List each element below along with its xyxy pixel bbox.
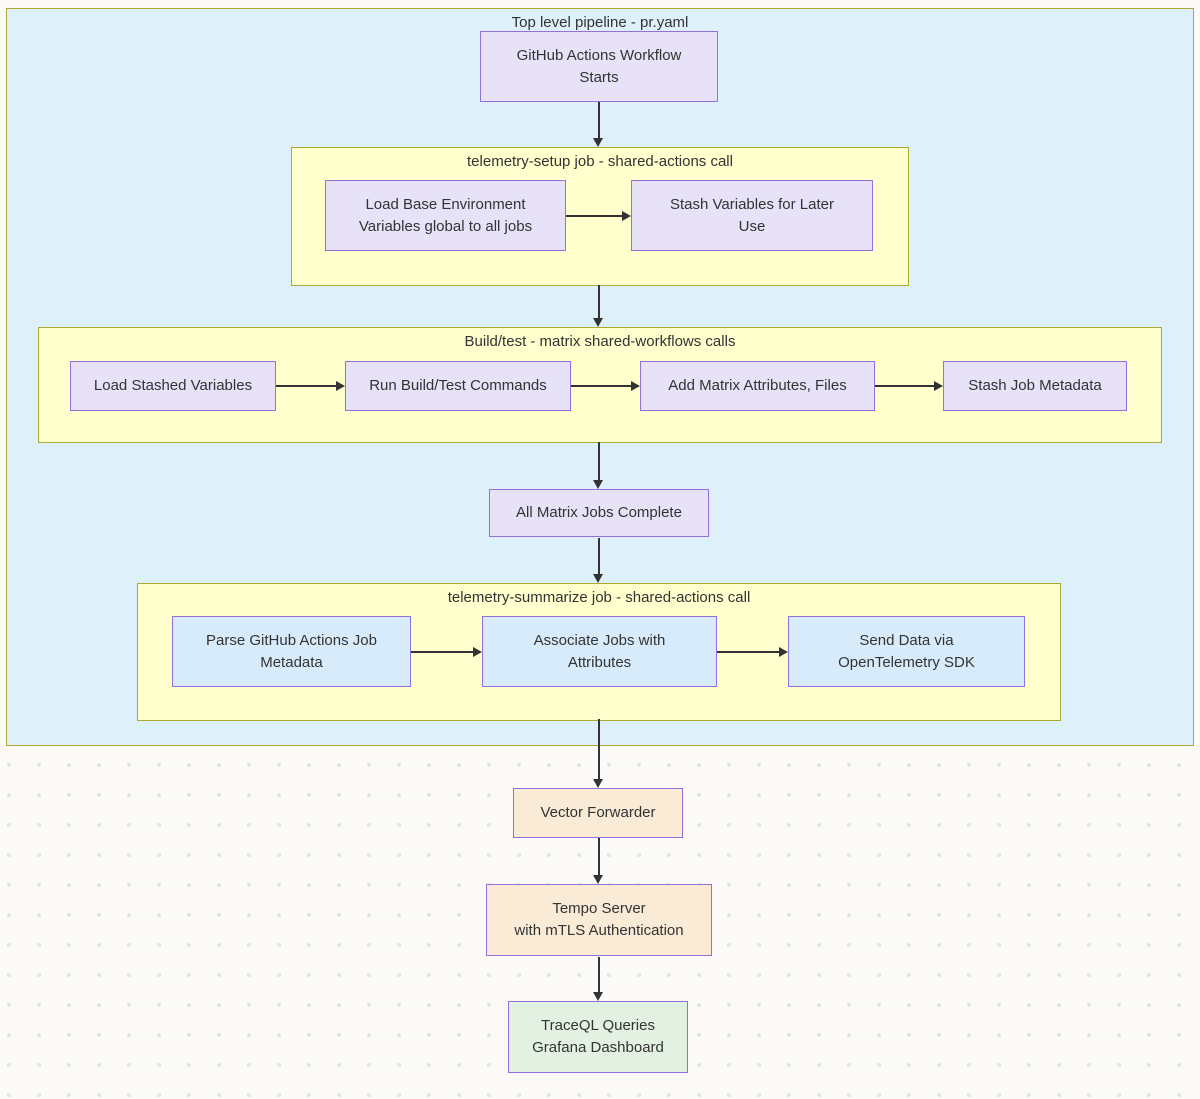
node-tempo-server: Tempo Server with mTLS Authentication [486,884,712,956]
edge-complete-to-summarize [598,538,600,574]
node-all-matrix-jobs-complete: All Matrix Jobs Complete [489,489,709,537]
arrowhead-runbuild-to-addmatrix [631,381,640,391]
edge-loadstashed-to-runbuild [276,385,336,387]
arrowhead-addmatrix-to-stashjob [934,381,943,391]
node-label-line: Vector Forwarder [540,804,656,821]
node-label-line: Send Data via [859,631,954,649]
node-label-line: TraceQL Queries [541,1017,655,1034]
node-stash-job-metadata: Stash Job Metadata [943,361,1127,411]
edge-loadenv-to-stashvars [566,215,622,217]
arrowhead-tempo-to-traceql [593,992,603,1001]
edge-associate-to-senddata [717,651,779,653]
node-label-line: Grafana Dashboard [532,1039,664,1056]
node-label-line: with mTLS Authentication [514,922,684,939]
node-send-data-via-opentelemetry-sdk: Send Data via OpenTelemetry SDK [788,616,1025,687]
node-label-line: Metadata [260,653,323,671]
node-label-line: Tempo Server [552,900,646,917]
arrowhead-parse-to-associate [473,647,482,657]
subgraph-build-test-title: Build/test - matrix shared-workflows cal… [464,333,736,350]
edge-tempo-to-traceql [598,957,600,992]
node-parse-github-actions-job-metadata: Parse GitHub Actions Job Metadata [172,616,411,687]
arrowhead-loadstashed-to-runbuild [336,381,345,391]
node-label-line: Associate Jobs with [533,631,666,649]
edge-build-to-complete [598,442,600,480]
node-label-line: GitHub Actions Workflow [516,46,682,64]
node-label-line: Parse GitHub Actions Job [206,631,377,649]
node-load-stashed-variables: Load Stashed Variables [70,361,276,411]
edge-addmatrix-to-stashjob [875,385,934,387]
node-label-line: OpenTelemetry SDK [838,653,975,671]
edge-start-to-setup [598,102,600,138]
arrowhead-complete-to-summarize [593,574,603,583]
node-associate-jobs-with-attributes: Associate Jobs with Attributes [482,616,717,687]
edge-runbuild-to-addmatrix [571,385,631,387]
edge-summarize-to-vector [598,719,600,779]
node-add-matrix-attributes-files: Add Matrix Attributes, Files [640,361,875,411]
edge-setup-to-build [598,285,600,318]
arrowhead-loadenv-to-stashvars [622,211,631,221]
arrowhead-setup-to-build [593,318,603,327]
subgraph-telemetry-summarize-title: telemetry-summarize job - shared-actions… [447,589,751,606]
edge-vector-to-tempo [598,838,600,875]
node-github-actions-workflow-starts: GitHub Actions Workflow Starts [480,31,718,102]
node-label-line: Run Build/Test Commands [369,377,547,394]
node-traceql-queries-grafana-dashboard: TraceQL Queries Grafana Dashboard [508,1001,688,1073]
node-label-line: Load Base Environment [365,195,526,213]
arrowhead-vector-to-tempo [593,875,603,884]
node-label-line: Attributes [567,653,632,671]
arrowhead-summarize-to-vector [593,779,603,788]
node-vector-forwarder: Vector Forwarder [513,788,683,838]
edge-parse-to-associate [411,651,473,653]
node-load-base-environment-variables: Load Base Environment Variables global t… [325,180,566,251]
node-label-line: Starts [579,68,619,86]
container-title: Top level pipeline - pr.yaml [511,14,689,31]
arrowhead-build-to-complete [593,480,603,489]
subgraph-telemetry-setup-title: telemetry-setup job - shared-actions cal… [467,153,733,170]
node-label-line: Load Stashed Variables [93,377,253,394]
node-stash-variables-for-later-use: Stash Variables for Later Use [631,180,873,251]
node-label-line: Stash Job Metadata [968,377,1102,394]
node-run-build-test-commands: Run Build/Test Commands [345,361,571,411]
arrowhead-start-to-setup [593,138,603,147]
node-label-line: Variables global to all jobs [358,217,533,235]
node-label-line: Use [738,217,766,235]
node-label-line: All Matrix Jobs Complete [516,504,682,521]
node-label-line: Stash Variables for Later [670,195,834,213]
node-label-line: Add Matrix Attributes, Files [668,377,847,394]
arrowhead-associate-to-senddata [779,647,788,657]
